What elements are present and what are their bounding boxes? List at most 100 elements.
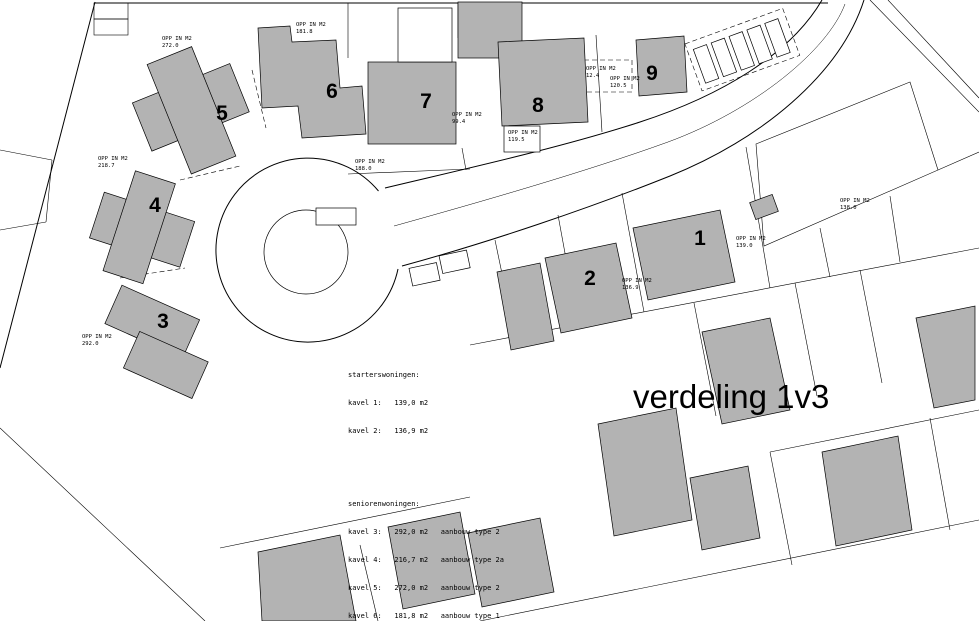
- plot-number-9: 9: [646, 62, 658, 85]
- parcel-line: [794, 282, 818, 397]
- building: [387, 511, 476, 610]
- parcel-line: [621, 192, 645, 313]
- berging-unit: [728, 31, 755, 71]
- legend-line: kavel 2: 136,9 m2: [348, 426, 429, 435]
- building-outline: [503, 125, 541, 153]
- parcel-line: [819, 227, 831, 278]
- area-label-181: OPP IN M2 181.8: [296, 22, 329, 35]
- berging-unit: [764, 18, 791, 58]
- plot-number-2: 2: [584, 267, 596, 290]
- area-labels: OPP IN M2 272.0 OPP IN M2 181.8 OPP IN M…: [82, 22, 873, 347]
- building: [467, 517, 555, 608]
- legend-line: kavel 4: 216,7 m2 aanbouw type 2a: [348, 555, 504, 564]
- right-parcel-outline: [755, 81, 939, 247]
- building: [701, 317, 791, 425]
- parcel-line: [45, 159, 53, 223]
- parcel-line: [93, 18, 129, 36]
- site-left-boundary: [0, 1, 96, 369]
- building-plot-2: [544, 242, 633, 334]
- building-plot-9: [635, 35, 688, 97]
- parcel-line: [0, 221, 47, 231]
- parcel-line: [889, 195, 901, 263]
- building-plot-4: [89, 170, 196, 285]
- buildings-existing: [257, 209, 976, 621]
- parcel-line: [859, 269, 883, 384]
- parcel-line: [869, 0, 979, 113]
- building-plot-6: [257, 25, 367, 139]
- road-edge-south: [401, 0, 865, 267]
- row-boundary: [479, 519, 979, 621]
- legend-line: kavel 3: 292,0 m2 aanbouw type 2: [348, 527, 500, 536]
- area-label-120: OPP IN M2 120.5: [610, 76, 643, 89]
- legend-line: kavel 6: 181,8 m2 aanbouw type 1: [348, 611, 500, 620]
- parcel-line: [937, 151, 979, 171]
- building: [257, 534, 357, 621]
- parcel-line: [93, 2, 129, 20]
- area-label-136: OPP IN M2 136.9: [622, 278, 655, 291]
- area-label-218: OPP IN M2 218.7: [98, 156, 131, 169]
- building-plot-7: [367, 61, 457, 145]
- parcel-line: [887, 0, 979, 99]
- bergingen-row: [684, 7, 801, 92]
- berging-unit: [710, 37, 738, 78]
- plot-number-7: 7: [420, 90, 432, 113]
- parcel-line: [359, 544, 379, 621]
- plot-numbers: 1 2 3 4 5 6 7 8 9: [149, 62, 706, 333]
- parking-bays: [408, 249, 471, 287]
- legend-heading: starterswoningen:: [348, 371, 420, 380]
- area-label-272: OPP IN M2 272.0: [162, 36, 195, 49]
- legend-line: kavel 5: 272,0 m2 aanbouw type 2: [348, 583, 500, 592]
- building: [821, 435, 913, 547]
- area-label-12: OPP IN M2 12.4: [586, 66, 619, 79]
- area-label-292: OPP IN M2 292.0: [82, 334, 115, 347]
- building: [496, 262, 555, 351]
- building-plot-1: [632, 209, 736, 301]
- buildings-new: [89, 1, 801, 399]
- building: [915, 305, 976, 409]
- parcel-line: [461, 147, 467, 171]
- row-boundary: [0, 427, 206, 621]
- road-center-line: [393, 3, 846, 227]
- area-label-119: OPP IN M2 119.5: [508, 130, 541, 143]
- building-plot-3: [104, 284, 209, 399]
- berging-unit: [692, 44, 720, 84]
- area-label-139: OPP IN M2 139.0: [736, 236, 769, 249]
- plot-number-8: 8: [532, 94, 544, 117]
- parcel-line: [595, 34, 603, 133]
- berging-unit: [746, 24, 773, 65]
- legend-section-seniorenwoningen: seniorenwoningen: kavel 3: 292,0 m2 aanb…: [348, 481, 529, 621]
- culdesac-outer-arc: [215, 157, 399, 343]
- parcel-line: [929, 417, 951, 531]
- building: [689, 465, 761, 551]
- legend: starterswoningen: kavel 1: 139,0 m2 kave…: [348, 334, 529, 621]
- legend-heading: seniorenwoningen:: [348, 500, 420, 509]
- plot-number-1: 1: [694, 227, 706, 250]
- row-boundary: [769, 409, 979, 453]
- plot-number-5: 5: [216, 102, 228, 125]
- plot-number-3: 3: [157, 310, 169, 333]
- building: [597, 407, 693, 537]
- parcel-line: [0, 149, 53, 161]
- area-label-138: OPP IN M2 138.0: [840, 198, 873, 211]
- area-label-188: OPP IN M2 188.0: [355, 159, 388, 172]
- plan-title: verdeling 1v3: [633, 378, 829, 415]
- plot-number-4: 4: [149, 194, 161, 217]
- building-outline: [397, 7, 453, 63]
- legend-line: kavel 1: 139,0 m2: [348, 399, 429, 408]
- row-boundary: [219, 496, 471, 549]
- culdesac-island: [263, 209, 349, 295]
- building-plot-8: [497, 37, 589, 127]
- row-boundary: [469, 247, 979, 346]
- area-label-99: OPP IN M2 99.4: [452, 112, 485, 125]
- parcel-line: [347, 168, 471, 175]
- building-plot-5: [131, 46, 250, 175]
- dashed-separator: [251, 69, 267, 129]
- small-building: [749, 193, 779, 221]
- parcel-line: [769, 451, 793, 566]
- legend-section-starterswoningen: starterswoningen: kavel 1: 139,0 m2 kave…: [348, 353, 529, 455]
- dashed-outline: [684, 7, 801, 92]
- culdesac-hammerhead: [315, 207, 357, 226]
- dashed-separator: [179, 165, 241, 181]
